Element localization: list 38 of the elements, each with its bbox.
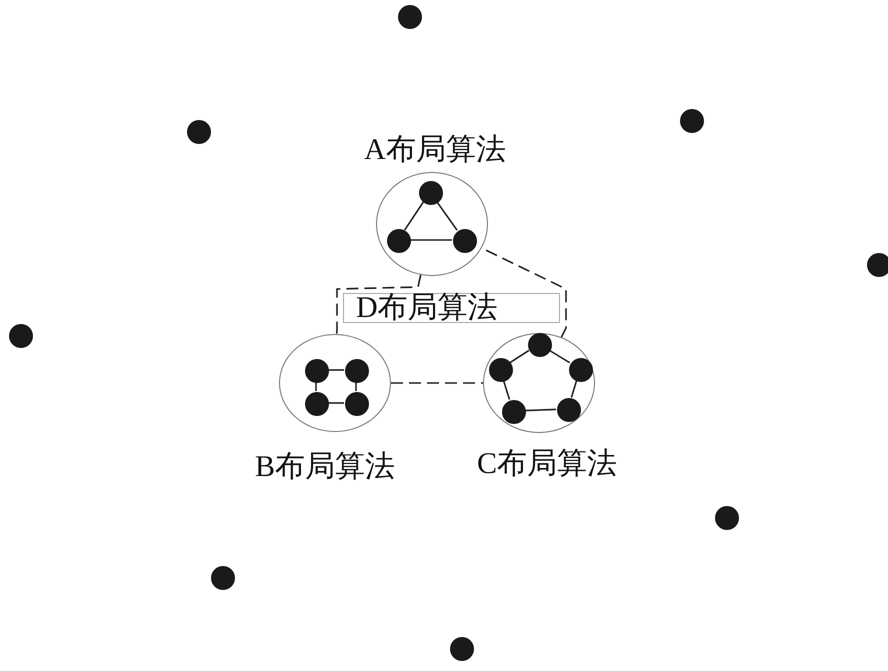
connector-line <box>548 350 570 364</box>
connector-line <box>570 380 578 398</box>
dashed-line <box>336 274 422 334</box>
dot <box>528 333 552 357</box>
connector-line <box>404 202 424 230</box>
label-box: D布局算法 <box>343 293 560 323</box>
dot <box>345 392 369 416</box>
connector-line <box>328 402 344 404</box>
connector-line <box>436 201 458 231</box>
dot <box>453 229 477 253</box>
dot <box>9 324 33 348</box>
dot <box>305 359 329 383</box>
dot <box>569 358 593 382</box>
dot <box>715 506 739 530</box>
dot <box>211 566 235 590</box>
dot <box>419 181 443 205</box>
dot <box>387 229 411 253</box>
cluster-label: B布局算法 <box>254 449 396 485</box>
cluster-label: C布局算法 <box>476 446 618 482</box>
dot <box>867 253 888 277</box>
connector-line <box>510 350 530 364</box>
connector-line <box>315 382 317 391</box>
connector-line <box>524 408 556 412</box>
dot <box>502 400 526 424</box>
dot <box>187 120 211 144</box>
connector-line <box>328 369 344 371</box>
connector-line <box>410 239 452 241</box>
cluster-label: A布局算法 <box>363 132 507 168</box>
dashed-line <box>391 382 483 384</box>
dot <box>489 358 513 382</box>
dot <box>450 637 474 661</box>
dot <box>398 5 422 29</box>
dot <box>345 359 369 383</box>
connector-line <box>502 380 510 400</box>
dot <box>680 109 704 133</box>
dot <box>305 392 329 416</box>
connector-line <box>355 382 357 391</box>
dot <box>557 398 581 422</box>
